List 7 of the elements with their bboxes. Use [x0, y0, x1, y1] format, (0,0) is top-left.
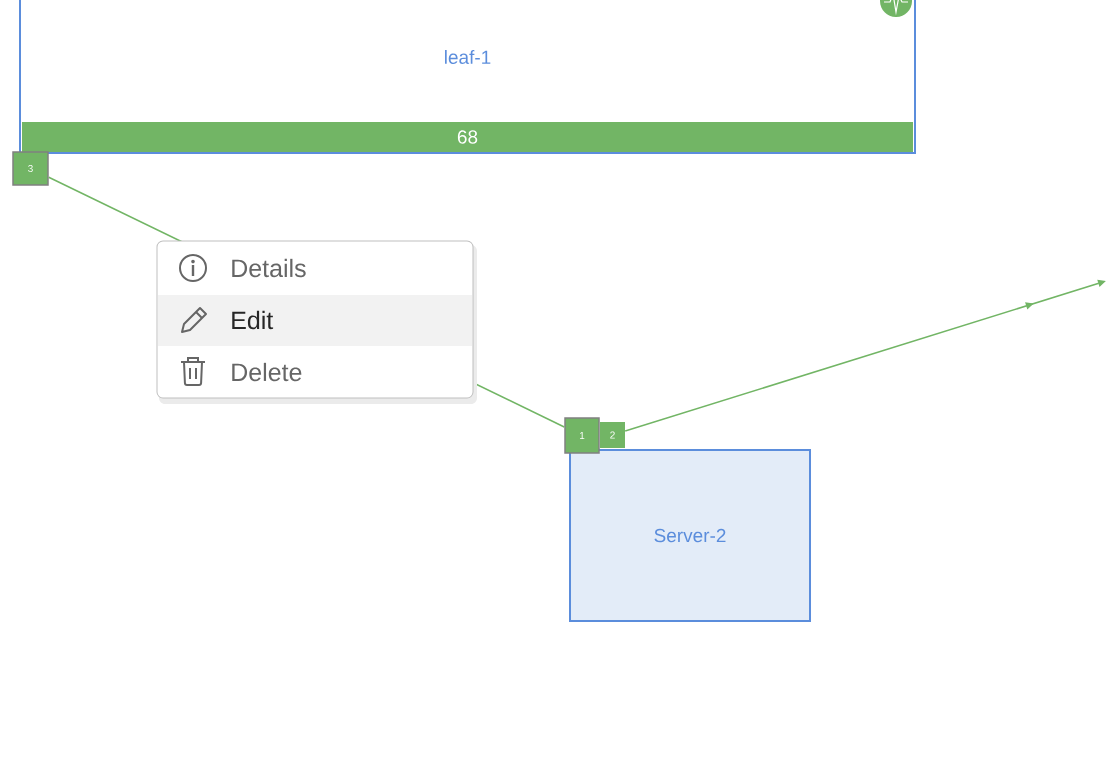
- port-box: 3: [12, 151, 49, 186]
- menu-item: Delete: [232, 362, 302, 382]
- node-label: 2: [610, 431, 615, 439]
- server-box: Server-2: [569, 449, 811, 622]
- menu-item: Details: [232, 258, 306, 278]
- port-box: 2: [600, 422, 625, 448]
- menu-item: Edit: [232, 310, 274, 330]
